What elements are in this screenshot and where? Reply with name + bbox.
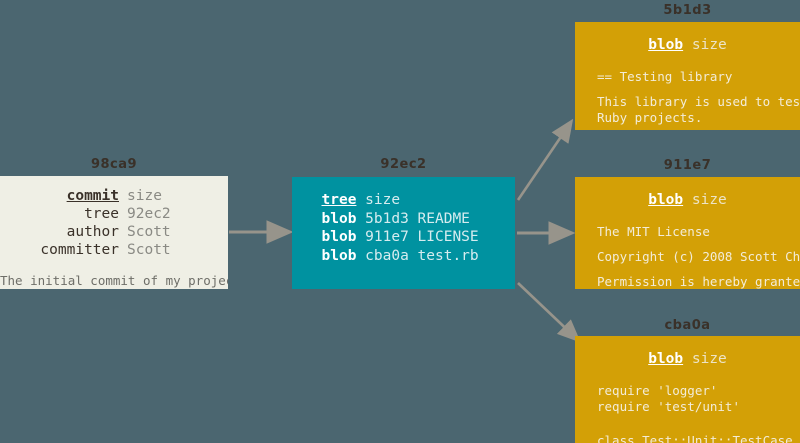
commit-hash-label: 98ca9	[90, 157, 138, 172]
blob-hash-label-5b1d3: 5b1d3	[663, 3, 712, 18]
blob-hash-label-911e7: 911e7	[663, 158, 712, 173]
blob-content-line3-911e7: Permission is hereby granted, free of ch…	[597, 274, 800, 289]
commit-committer-value: Scott	[127, 242, 171, 258]
blob-content-cba0a: require 'logger' require 'test/unit' clas…	[575, 383, 800, 443]
tree-row-blob-testrb: blob cba0a test.rb	[322, 247, 500, 266]
tree-hash-label: 92ec2	[380, 157, 427, 172]
commit-row-type: commit size	[34, 187, 194, 205]
blob-size-911e7: size	[691, 192, 727, 208]
tree-blob-keyword-readme: blob	[321, 210, 357, 227]
arrow-tree-to-blob-5b1d3	[516, 118, 574, 201]
arrow-tree-to-blob-cba0a	[517, 282, 581, 343]
blob-object-box-cba0a[interactable]: blob size require 'logger' require 'test…	[575, 336, 800, 443]
blob-header-cba0a: blob size	[575, 336, 800, 368]
commit-row-committer: committer Scott	[34, 241, 194, 259]
blob-keyword-911e7: blob	[648, 192, 684, 208]
tree-row-type: tree size	[322, 191, 500, 210]
tree-blob-rest-license: 911e7 LICENSE	[356, 229, 479, 245]
commit-object-box[interactable]: commit size tree 92ec2 author Scott comm…	[0, 176, 228, 289]
tree-object-box[interactable]: tree size blob 5b1d3 README blob 911e7 L…	[292, 177, 515, 289]
blob-header-911e7: blob size	[575, 177, 800, 209]
tree-blob-keyword-testrb: blob	[321, 247, 357, 264]
tree-blob-rest-readme: 5b1d3 README	[356, 210, 470, 227]
commit-tree-value: 92ec2	[127, 206, 171, 222]
commit-message: The initial commit of my project	[0, 273, 228, 288]
commit-author-value: Scott	[127, 224, 171, 240]
blob-size-cba0a: size	[691, 351, 727, 367]
blob-content-line2-911e7: Copyright (c) 2008 Scott Chacon	[597, 249, 800, 264]
tree-type-keyword: tree	[321, 192, 357, 208]
tree-entries: tree size blob 5b1d3 README blob 911e7 L…	[308, 191, 500, 265]
commit-tree-key: tree	[84, 206, 119, 222]
tree-type-rest: size	[356, 192, 401, 208]
tree-blob-rest-testrb: cba0a test.rb	[356, 247, 479, 264]
blob-content-line1-911e7: The MIT License	[597, 224, 710, 239]
commit-type-value: size	[127, 188, 162, 204]
blob-size-5b1d3: size	[691, 37, 727, 53]
commit-fields: commit size tree 92ec2 author Scott comm…	[34, 187, 194, 259]
tree-row-blob-license: blob 911e7 LICENSE	[322, 228, 500, 247]
commit-author-key: author	[66, 224, 119, 240]
blob-keyword-cba0a: blob	[648, 351, 684, 367]
blob-content-line1-cba0a: require 'logger' require 'test/unit'	[597, 383, 740, 414]
commit-type-key: commit	[66, 188, 119, 204]
commit-row-tree: tree 92ec2	[34, 205, 194, 223]
blob-hash-label-cba0a: cba0a	[664, 318, 711, 333]
commit-committer-key: committer	[40, 242, 119, 258]
tree-blob-keyword-license: blob	[321, 229, 357, 245]
commit-row-author: author Scott	[34, 223, 194, 241]
blob-content-line2-5b1d3: This library is used to test Ruby projec…	[597, 94, 800, 125]
tree-row-blob-readme: blob 5b1d3 README	[322, 210, 500, 229]
blob-content-line1-5b1d3: == Testing library	[597, 69, 733, 84]
blob-content-line2-cba0a: class Test::Unit::TestCase	[597, 433, 793, 443]
blob-header-5b1d3: blob size	[575, 22, 800, 54]
blob-keyword-5b1d3: blob	[648, 37, 684, 53]
